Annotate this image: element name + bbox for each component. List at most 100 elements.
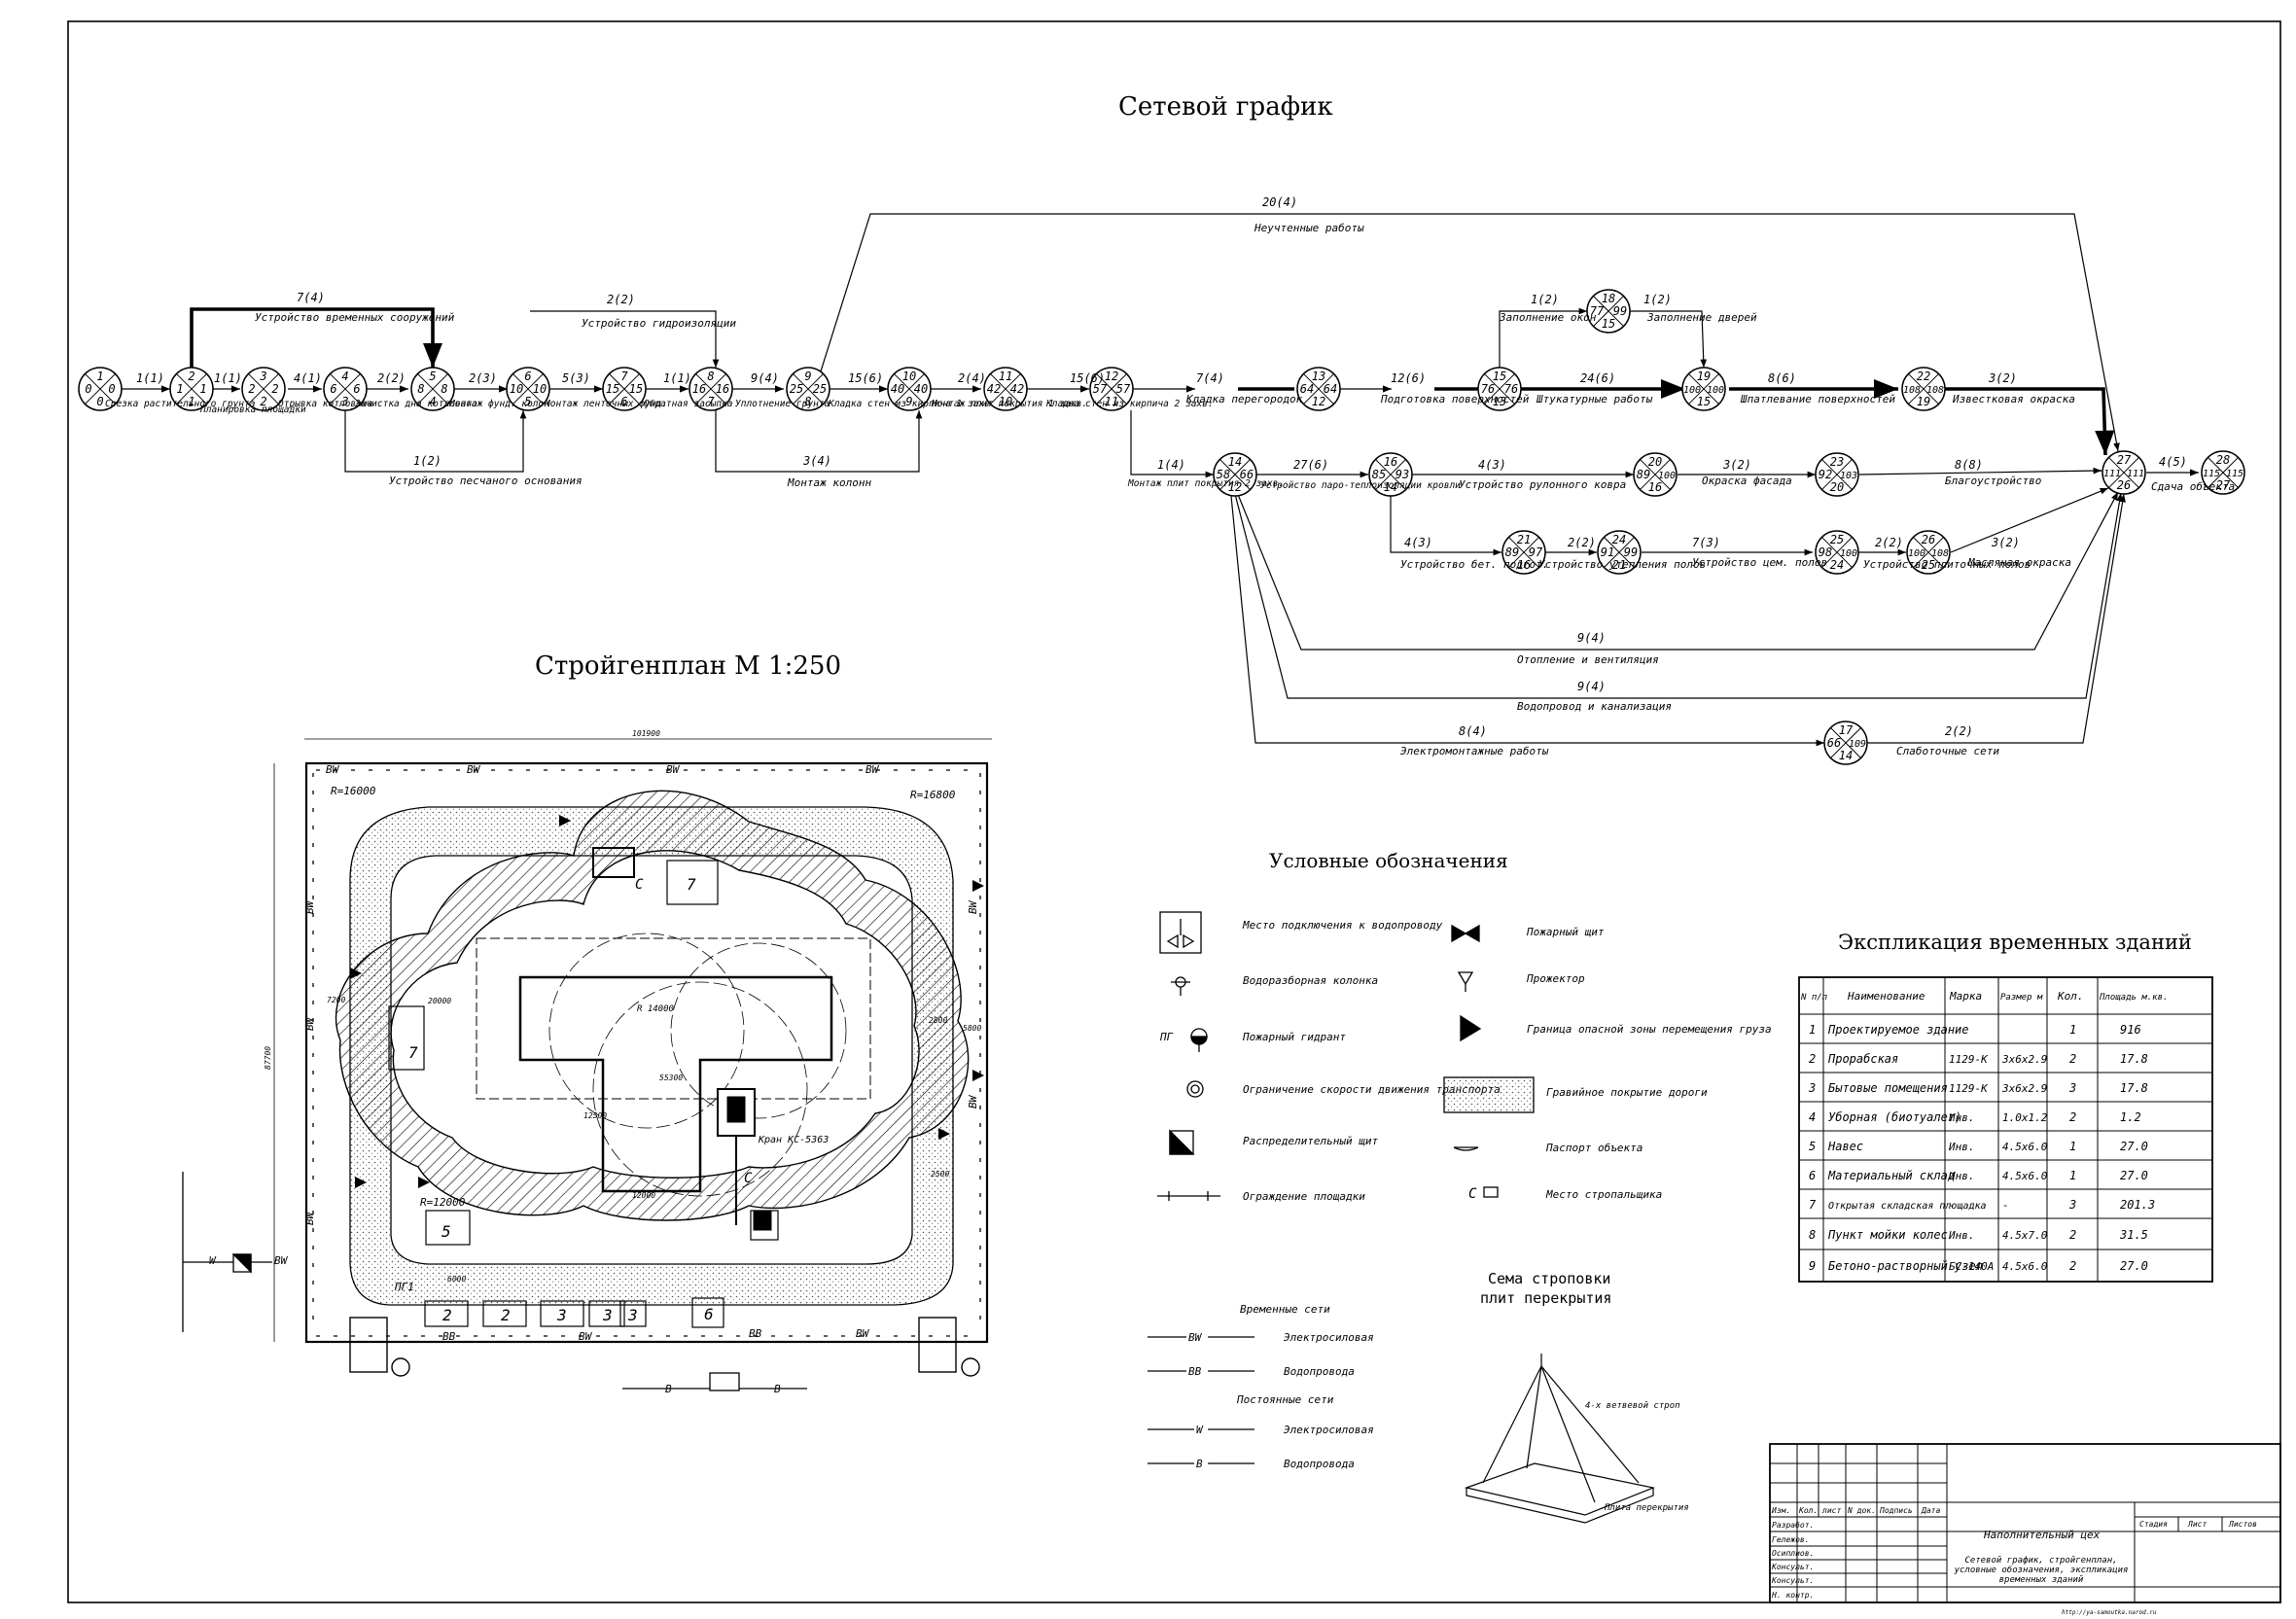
node-value: 20 xyxy=(1648,455,1662,469)
dim-overall-width: 101900 xyxy=(632,729,660,738)
node-divider xyxy=(1913,537,1944,568)
node-divider xyxy=(85,373,116,405)
activity-label: Устройство плиточных полов xyxy=(1863,558,2031,571)
legend-item-label: Место стропальщика xyxy=(1545,1188,1662,1201)
node-divider xyxy=(1821,537,1853,568)
table-cell: Пункт мойки колес xyxy=(1827,1228,1948,1242)
node-value: 6 xyxy=(620,395,627,408)
dim-label: 55300 xyxy=(659,1073,683,1082)
node-value: 8 xyxy=(441,382,447,396)
node-value: 9 xyxy=(804,370,811,383)
activity-duration: 3(2) xyxy=(1722,458,1751,472)
explication-title: Экспликация временных зданий xyxy=(1838,931,2192,954)
table-cell: Инв. xyxy=(1948,1111,1975,1124)
legend-item-label: Пожарный гидрант xyxy=(1242,1031,1346,1043)
activity-label: Заполнение окон xyxy=(1499,311,1597,324)
node-value: 14 xyxy=(1839,749,1853,762)
node-value: 93 xyxy=(1395,468,1409,481)
table-cell: 1129-К xyxy=(1949,1082,1989,1095)
activity-label: Кладка перегородок xyxy=(1185,393,1303,405)
node-value: 57 xyxy=(1116,382,1131,396)
node-value: 10 xyxy=(510,382,523,396)
node-value: 64 xyxy=(1300,382,1314,396)
activity-duration: 1(1) xyxy=(214,371,242,385)
bw-label: BW xyxy=(856,1327,870,1340)
node-value: 1 xyxy=(188,395,194,408)
activity-duration: 2(3) xyxy=(469,371,497,385)
radius-label: R 14000 xyxy=(637,1004,674,1014)
node-value: 99 xyxy=(1624,546,1638,559)
node-value: 25 xyxy=(1830,533,1844,546)
activity-label: Устройство временных сооружений xyxy=(255,311,455,324)
node-divider xyxy=(2108,457,2139,488)
distribution-board-icon xyxy=(1169,1129,1195,1155)
dim-label: 20000 xyxy=(428,997,451,1005)
node-value: 11 xyxy=(1105,395,1118,408)
node-value: 4 xyxy=(429,395,436,408)
stamp-role: Н. контр. xyxy=(1771,1591,1814,1600)
stamp-role: Осиплиов. xyxy=(1772,1549,1814,1558)
sling-title-line2: плит перекрытия xyxy=(1480,1289,1611,1307)
node-divider xyxy=(1096,373,1127,405)
node-value: 19 xyxy=(1917,395,1930,408)
table-cell: 27.0 xyxy=(2120,1140,2148,1153)
node-value: 15 xyxy=(1493,370,1506,383)
node-value: 23 xyxy=(1830,455,1844,469)
network-code: B xyxy=(1196,1458,1203,1470)
table-cell: Открытая складская площадка xyxy=(1828,1201,1987,1212)
table-cell: 3 xyxy=(2068,1081,2076,1095)
legend-item-label: Паспорт объекта xyxy=(1545,1142,1643,1154)
table-cell: 17.8 xyxy=(2120,1052,2148,1066)
legend-item-label: Гравийное покрытие дороги xyxy=(1546,1086,1708,1099)
node-value: 1 xyxy=(96,370,103,383)
table-cell: Инв. xyxy=(1948,1170,1975,1182)
table-header: Размер м xyxy=(2000,993,2043,1003)
stamp-col: Кол. xyxy=(1798,1506,1818,1515)
node-divider xyxy=(793,373,824,405)
table-cell: 3 xyxy=(2068,1198,2076,1212)
table-cell: 6 xyxy=(1809,1169,1816,1182)
activity-label: Заполнение дверей xyxy=(1646,311,1757,324)
node-value: 3 xyxy=(259,370,266,383)
dim-label: 2500 xyxy=(931,1170,949,1179)
node-value: 111 xyxy=(2127,469,2144,479)
legend-item-label: Пожарный щит xyxy=(1526,926,1605,938)
node-value: 100 xyxy=(1908,548,1925,559)
stamp-role: Консульт. xyxy=(1771,1576,1814,1585)
activity-label: Монтаж плит покрытия 2 захв. xyxy=(1127,478,1284,489)
table-cell: 2 xyxy=(2069,1052,2076,1066)
node-value: 19 xyxy=(1697,370,1711,383)
stamp-col: лист xyxy=(1821,1506,1841,1515)
network-label: Электросиловая xyxy=(1284,1331,1374,1344)
node-value: 109 xyxy=(1849,739,1866,750)
networks-temp-title: Временные сети xyxy=(1240,1303,1330,1316)
node-value: 42 xyxy=(1010,382,1024,396)
legend-item-label: Распределительный щит xyxy=(1243,1135,1378,1147)
activity-duration: 27(6) xyxy=(1293,458,1328,472)
activity-label: Слаботочные сети xyxy=(1896,745,1999,757)
fire-shield-icon xyxy=(1451,924,1480,943)
activity-duration: 9(4) xyxy=(751,371,779,385)
node-divider xyxy=(1593,296,1624,327)
spotlight-icon xyxy=(1457,971,1474,992)
bw-label: BW xyxy=(666,763,681,776)
table-cell: 1 xyxy=(2069,1169,2076,1182)
speed-limit-icon xyxy=(1186,1080,1204,1098)
legend-c-label: С xyxy=(1468,1186,1477,1202)
node-value: 8 xyxy=(707,370,714,383)
temp-buildings xyxy=(388,847,779,1328)
node-value: 92 xyxy=(1819,468,1832,481)
network-title: Сетевой график xyxy=(1118,92,1333,122)
w-label: W xyxy=(209,1254,217,1267)
node-value: 13 xyxy=(1312,370,1325,383)
